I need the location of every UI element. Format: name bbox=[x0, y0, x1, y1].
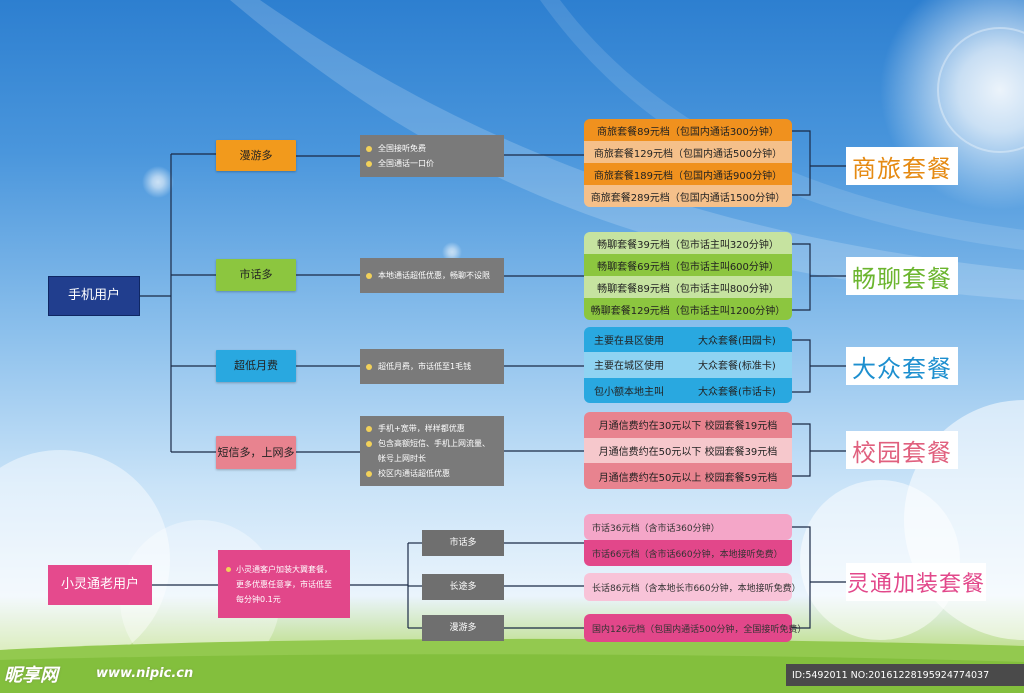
plan-row: 畅聊套餐69元档（包市话主叫600分钟） bbox=[584, 254, 792, 276]
bullet-icon bbox=[366, 272, 372, 279]
plan-row: 包小额本地主叫大众套餐(市话卡) bbox=[584, 377, 792, 403]
watermark-url: www.nipic.cn bbox=[96, 666, 194, 681]
category-low-monthly-fee: 超低月费 bbox=[216, 350, 296, 382]
desc-low-monthly-fee: 超低月费，市话低至1毛钱 bbox=[360, 349, 504, 384]
category-local-calls: 市话多 bbox=[216, 259, 296, 291]
plan-row: 商旅套餐289元档（包国内通话1500分钟） bbox=[584, 185, 792, 207]
group-label-business: 商旅套餐 bbox=[846, 147, 958, 185]
desc-item: 全国接听免费 bbox=[366, 141, 434, 156]
bullet-icon bbox=[366, 425, 372, 432]
bullet-icon bbox=[366, 363, 372, 370]
bullet-icon bbox=[366, 145, 372, 152]
plan-row: 月通信费约在50元以上 校园套餐59元档 bbox=[584, 463, 792, 489]
plan-row: 商旅套餐189元档（包国内通话900分钟） bbox=[584, 163, 792, 185]
lingtong-category-roaming: 漫游多 bbox=[422, 615, 504, 641]
lingtong-desc: 小灵通客户加装大翼套餐，更多优惠任意享，市话低至每分钟0.1元 bbox=[218, 550, 350, 618]
plan-row: 主要在县区使用大众套餐(田园卡) bbox=[584, 327, 792, 353]
desc-item: 手机+宽带，样样都优惠 bbox=[366, 421, 490, 436]
bullet-icon bbox=[366, 440, 372, 447]
desc-item: 帐号上网时长 bbox=[378, 454, 426, 463]
plan-row: 畅聊套餐89元档（包市话主叫800分钟） bbox=[584, 276, 792, 298]
lingtong-plan-row: 国内126元档（包国内通话500分钟，全国接听免费） bbox=[584, 614, 806, 642]
group-label-campus: 校园套餐 bbox=[846, 431, 958, 469]
plan-row: 主要在城区使用大众套餐(标准卡) bbox=[584, 352, 792, 378]
bullet-icon bbox=[366, 160, 372, 167]
desc-item: 校区内通话超低优惠 bbox=[366, 466, 490, 481]
plan-row: 商旅套餐89元档（包国内通话300分钟） bbox=[584, 119, 792, 141]
plan-row: 畅聊套餐39元档（包市话主叫320分钟） bbox=[584, 232, 792, 254]
plan-group-chat: 畅聊套餐39元档（包市话主叫320分钟） 畅聊套餐69元档（包市话主叫600分钟… bbox=[584, 232, 792, 320]
desc-sms-data: 手机+宽带，样样都优惠 包含高额短信、手机上网流量、 帐号上网时长 校区内通话超… bbox=[360, 416, 504, 486]
plan-row: 月通信费约在50元以下 校园套餐39元档 bbox=[584, 437, 792, 464]
group-label-mass: 大众套餐 bbox=[846, 347, 958, 385]
plan-row: 商旅套餐129元档（包国内通话500分钟） bbox=[584, 141, 792, 163]
plan-group-business: 商旅套餐89元档（包国内通话300分钟） 商旅套餐129元档（包国内通话500分… bbox=[584, 119, 792, 207]
root-lingtong-users: 小灵通老用户 bbox=[48, 565, 152, 605]
desc-local-calls: 本地通话超低优惠，畅聊不设限 bbox=[360, 258, 504, 293]
watermark-logo: 昵享网 bbox=[4, 665, 58, 686]
category-sms-data: 短信多，上网多 bbox=[216, 436, 296, 469]
connector-lines bbox=[140, 130, 846, 629]
group-label-chat: 畅聊套餐 bbox=[846, 257, 958, 295]
plan-row: 畅聊套餐129元档（包市话主叫1200分钟） bbox=[584, 298, 792, 320]
bullet-icon bbox=[366, 470, 372, 477]
desc-item: 超低月费，市话低至1毛钱 bbox=[366, 359, 471, 374]
desc-item: 全国通话一口价 bbox=[366, 156, 434, 171]
group-label-lingtong: 灵通加装套餐 bbox=[846, 563, 986, 601]
lingtong-plan-row: 市话36元档（含市话360分钟） bbox=[584, 514, 792, 540]
desc-item: 包含高额短信、手机上网流量、 bbox=[366, 436, 490, 451]
plan-group-mass: 主要在县区使用大众套餐(田园卡) 主要在城区使用大众套餐(标准卡) 包小额本地主… bbox=[584, 327, 792, 403]
plan-group-campus: 月通信费约在30元以下 校园套餐19元档 月通信费约在50元以下 校园套餐39元… bbox=[584, 412, 792, 489]
bullet-icon bbox=[226, 566, 231, 572]
desc-item: 本地通话超低优惠，畅聊不设限 bbox=[366, 268, 490, 283]
watermark-id-bar: ID:5492011 NO:20161228195924774037 bbox=[786, 664, 1024, 686]
root-mobile-users: 手机用户 bbox=[48, 276, 140, 316]
lingtong-plan-row: 市话66元档（含市话660分钟，本地接听免费） bbox=[584, 540, 792, 566]
category-roaming: 漫游多 bbox=[216, 140, 296, 171]
lingtong-category-long-distance: 长途多 bbox=[422, 574, 504, 600]
plan-row: 月通信费约在30元以下 校园套餐19元档 bbox=[584, 412, 792, 438]
lingtong-plan-row: 长话86元档（含本地长市660分钟，本地接听免费） bbox=[584, 573, 801, 601]
lingtong-category-local: 市话多 bbox=[422, 530, 504, 556]
desc-roaming: 全国接听免费 全国通话一口价 bbox=[360, 135, 504, 177]
